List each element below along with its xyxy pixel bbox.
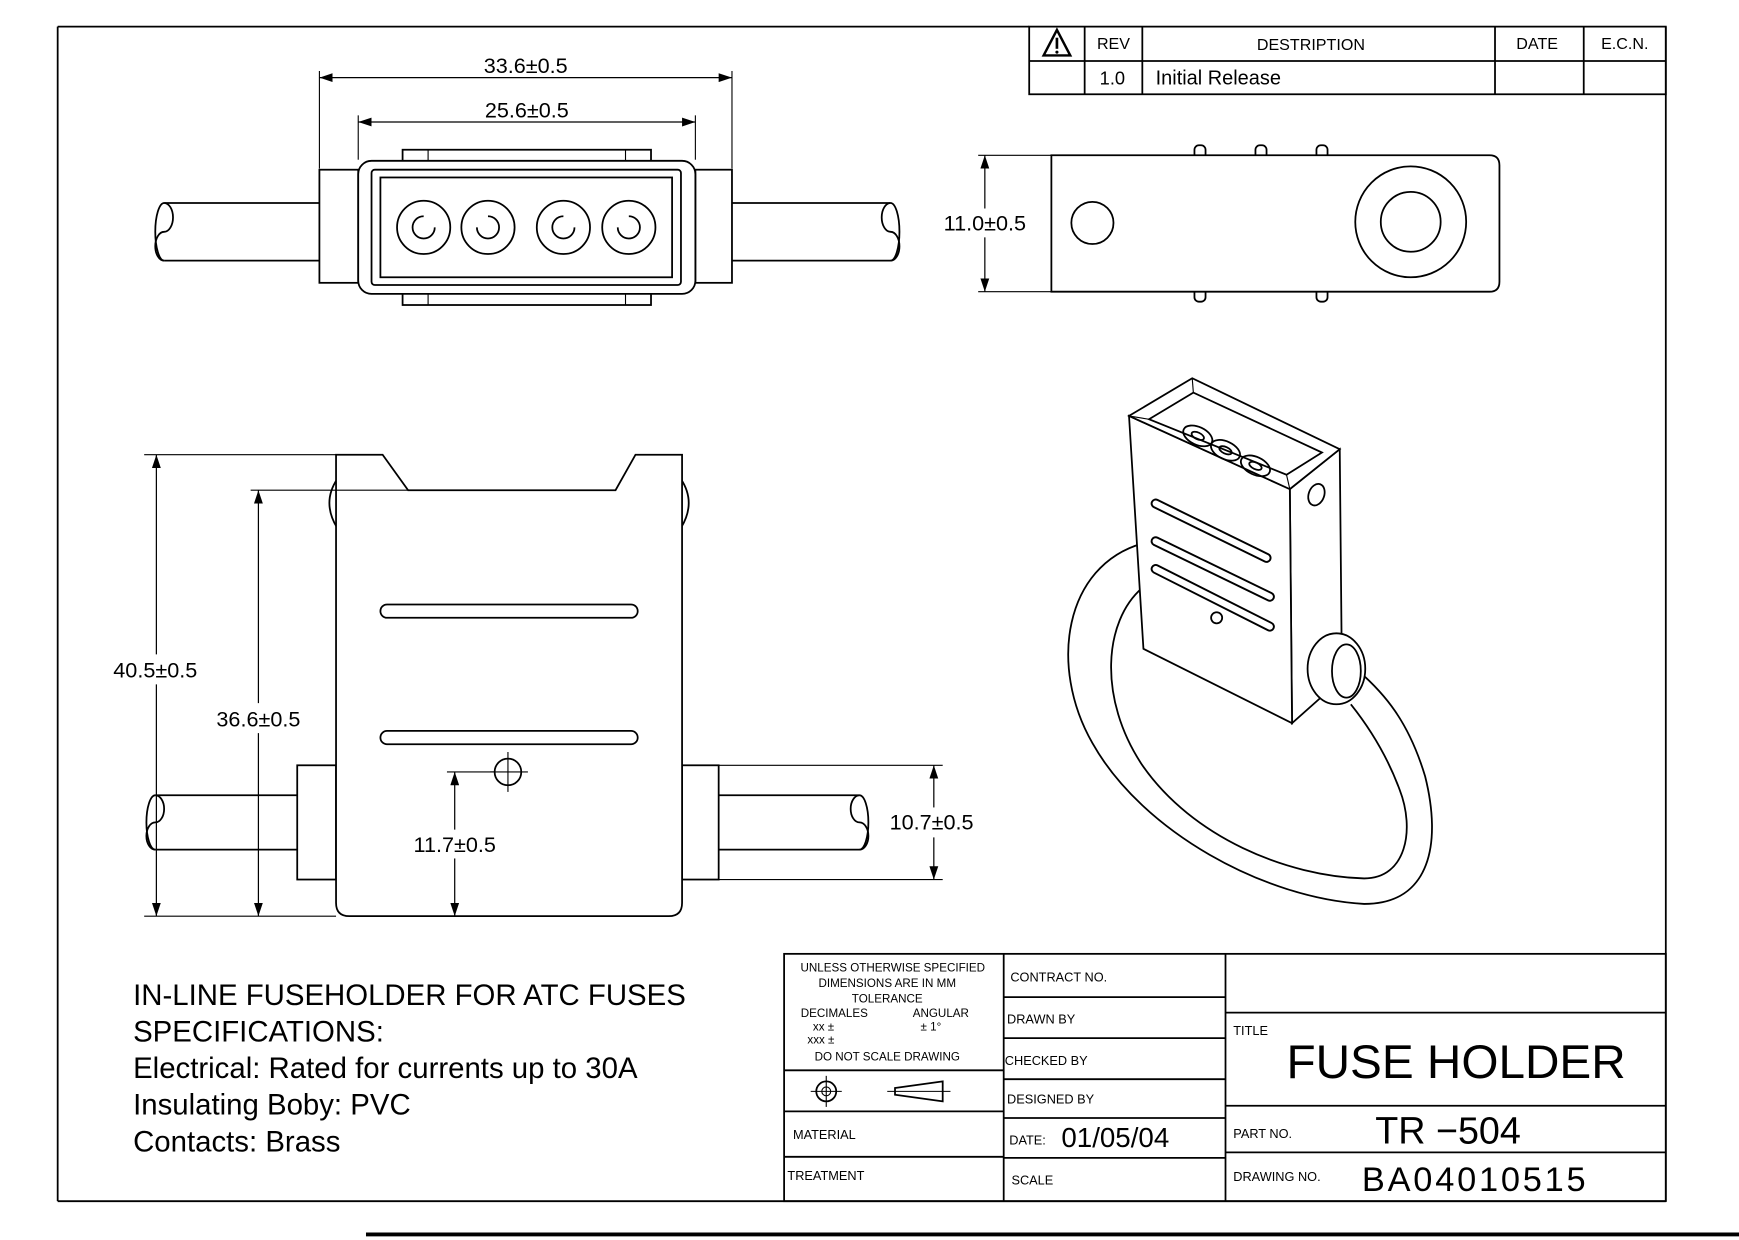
dimension-label: 11.0±0.5 xyxy=(944,211,1026,236)
checked-by-label: CHECKED BY xyxy=(1005,1053,1088,1068)
dimension-label: 25.6±0.5 xyxy=(485,98,569,123)
material-label: MATERIAL xyxy=(793,1127,856,1142)
angular-label: ANGULAR xyxy=(913,1007,969,1020)
rev-header: REV xyxy=(1097,35,1130,53)
dimension-label: 36.6±0.5 xyxy=(216,706,300,731)
tolerance-line: UNLESS OTHERWISE SPECIFIED xyxy=(801,962,986,975)
description-value: Initial Release xyxy=(1156,67,1281,89)
spec-heading: IN-LINE FUSEHOLDER FOR ATC FUSES xyxy=(133,979,686,1012)
tolerance-xx: xx ± xyxy=(813,1020,835,1033)
designed-by-label: DESIGNED BY xyxy=(1007,1092,1095,1107)
fuse-contact-slots xyxy=(396,199,657,255)
dimension-label: 11.7±0.5 xyxy=(414,832,496,857)
wire-boss-right xyxy=(694,168,733,284)
wire-boss xyxy=(1354,165,1468,279)
tolerance-line: DIMENSIONS ARE IN MM xyxy=(818,977,956,990)
ecn-header: E.C.N. xyxy=(1601,35,1648,53)
dimension-overall-height: 40.5±0.5 xyxy=(113,454,337,917)
treatment-label: TREATMENT xyxy=(787,1168,864,1183)
vent-slot xyxy=(379,730,639,746)
isometric-view xyxy=(1067,377,1433,905)
front-body xyxy=(335,453,683,918)
title-label: TITLE xyxy=(1233,1023,1268,1038)
specifications-block: IN-LINE FUSEHOLDER FOR ATC FUSES SPECIFI… xyxy=(133,979,686,1158)
description-header: DESTRIPTION xyxy=(1257,36,1365,54)
front-view: 40.5±0.5 36.6±0.5 11.7±0.5 10.7±0.5 xyxy=(113,453,974,918)
iso-wire-boss xyxy=(1306,632,1367,706)
dimension-side-height: 11.0±0.5 xyxy=(944,154,1052,293)
decimals-label: DECIMALES xyxy=(801,1007,868,1020)
wire-right xyxy=(731,202,901,262)
iso-top-rim xyxy=(1127,377,1342,491)
drawn-by-label: DRAWN BY xyxy=(1007,1012,1076,1027)
tolerance-xxx: xxx ± xyxy=(807,1034,835,1047)
side-view: 11.0±0.5 xyxy=(944,144,1501,303)
rev-value: 1.0 xyxy=(1100,67,1125,88)
date-header: DATE xyxy=(1516,35,1558,53)
scale-label: SCALE xyxy=(1011,1173,1053,1188)
wire-boss-right xyxy=(681,764,720,881)
dimension-label: 10.7±0.5 xyxy=(890,810,974,835)
warning-triangle-icon xyxy=(1041,27,1073,57)
top-view: 33.6±0.5 25.6±0.5 xyxy=(154,53,901,306)
wire-right xyxy=(718,794,870,851)
part-no-label: PART NO. xyxy=(1233,1126,1292,1141)
spec-line: Electrical: Rated for currents up to 30A xyxy=(133,1052,638,1085)
iso-vent-slots xyxy=(1150,498,1275,632)
drawing-title: FUSE HOLDER xyxy=(1287,1036,1626,1089)
dimension-boss-height: 10.7±0.5 xyxy=(718,764,974,881)
iso-fuse-contacts xyxy=(1182,424,1271,478)
part-no-value: TR −504 xyxy=(1375,1110,1521,1152)
spec-line: Contacts: Brass xyxy=(133,1125,340,1158)
iso-hole xyxy=(1210,611,1224,625)
wire-left xyxy=(145,794,298,851)
revision-table: REV DESTRIPTION DATE E.C.N. 1.0 Initial … xyxy=(1028,25,1667,96)
dimension-label: 40.5±0.5 xyxy=(113,658,197,683)
tolerance-line: TOLERANCE xyxy=(852,993,923,1006)
first-angle-projection-icon xyxy=(810,1075,951,1107)
iso-side-hole xyxy=(1307,483,1326,507)
dimension-label: 33.6±0.5 xyxy=(484,53,568,78)
side-body xyxy=(1050,154,1501,293)
dimension-wire-axis-height: 11.7±0.5 xyxy=(414,771,496,917)
date-value: 01/05/04 xyxy=(1061,1122,1169,1153)
title-block: UNLESS OTHERWISE SPECIFIED DIMENSIONS AR… xyxy=(783,952,1667,1203)
do-not-scale-note: DO NOT SCALE DRAWING xyxy=(815,1050,960,1063)
vent-slot xyxy=(379,603,639,619)
wire-loop xyxy=(1067,542,1433,905)
drawing-no-label: DRAWING NO. xyxy=(1233,1169,1320,1184)
spec-label: SPECIFICATIONS: xyxy=(133,1015,384,1048)
small-hole xyxy=(1070,200,1115,245)
date-label: DATE: xyxy=(1009,1133,1046,1148)
wire-left xyxy=(154,202,320,262)
wire-boss-left xyxy=(296,764,337,881)
spec-line: Insulating Boby: PVC xyxy=(133,1089,411,1122)
dimension-body-height: 36.6±0.5 xyxy=(216,489,409,917)
angular-value: ± 1° xyxy=(921,1020,942,1033)
dimension-body-width: 25.6±0.5 xyxy=(357,98,696,160)
wire-boss-left xyxy=(318,168,360,284)
dimension-overall-width: 33.6±0.5 xyxy=(318,53,733,169)
holder-body xyxy=(357,159,697,295)
contract-no-label: CONTRACT NO. xyxy=(1010,970,1107,985)
drawing-no-value: BA04010515 xyxy=(1362,1161,1589,1199)
